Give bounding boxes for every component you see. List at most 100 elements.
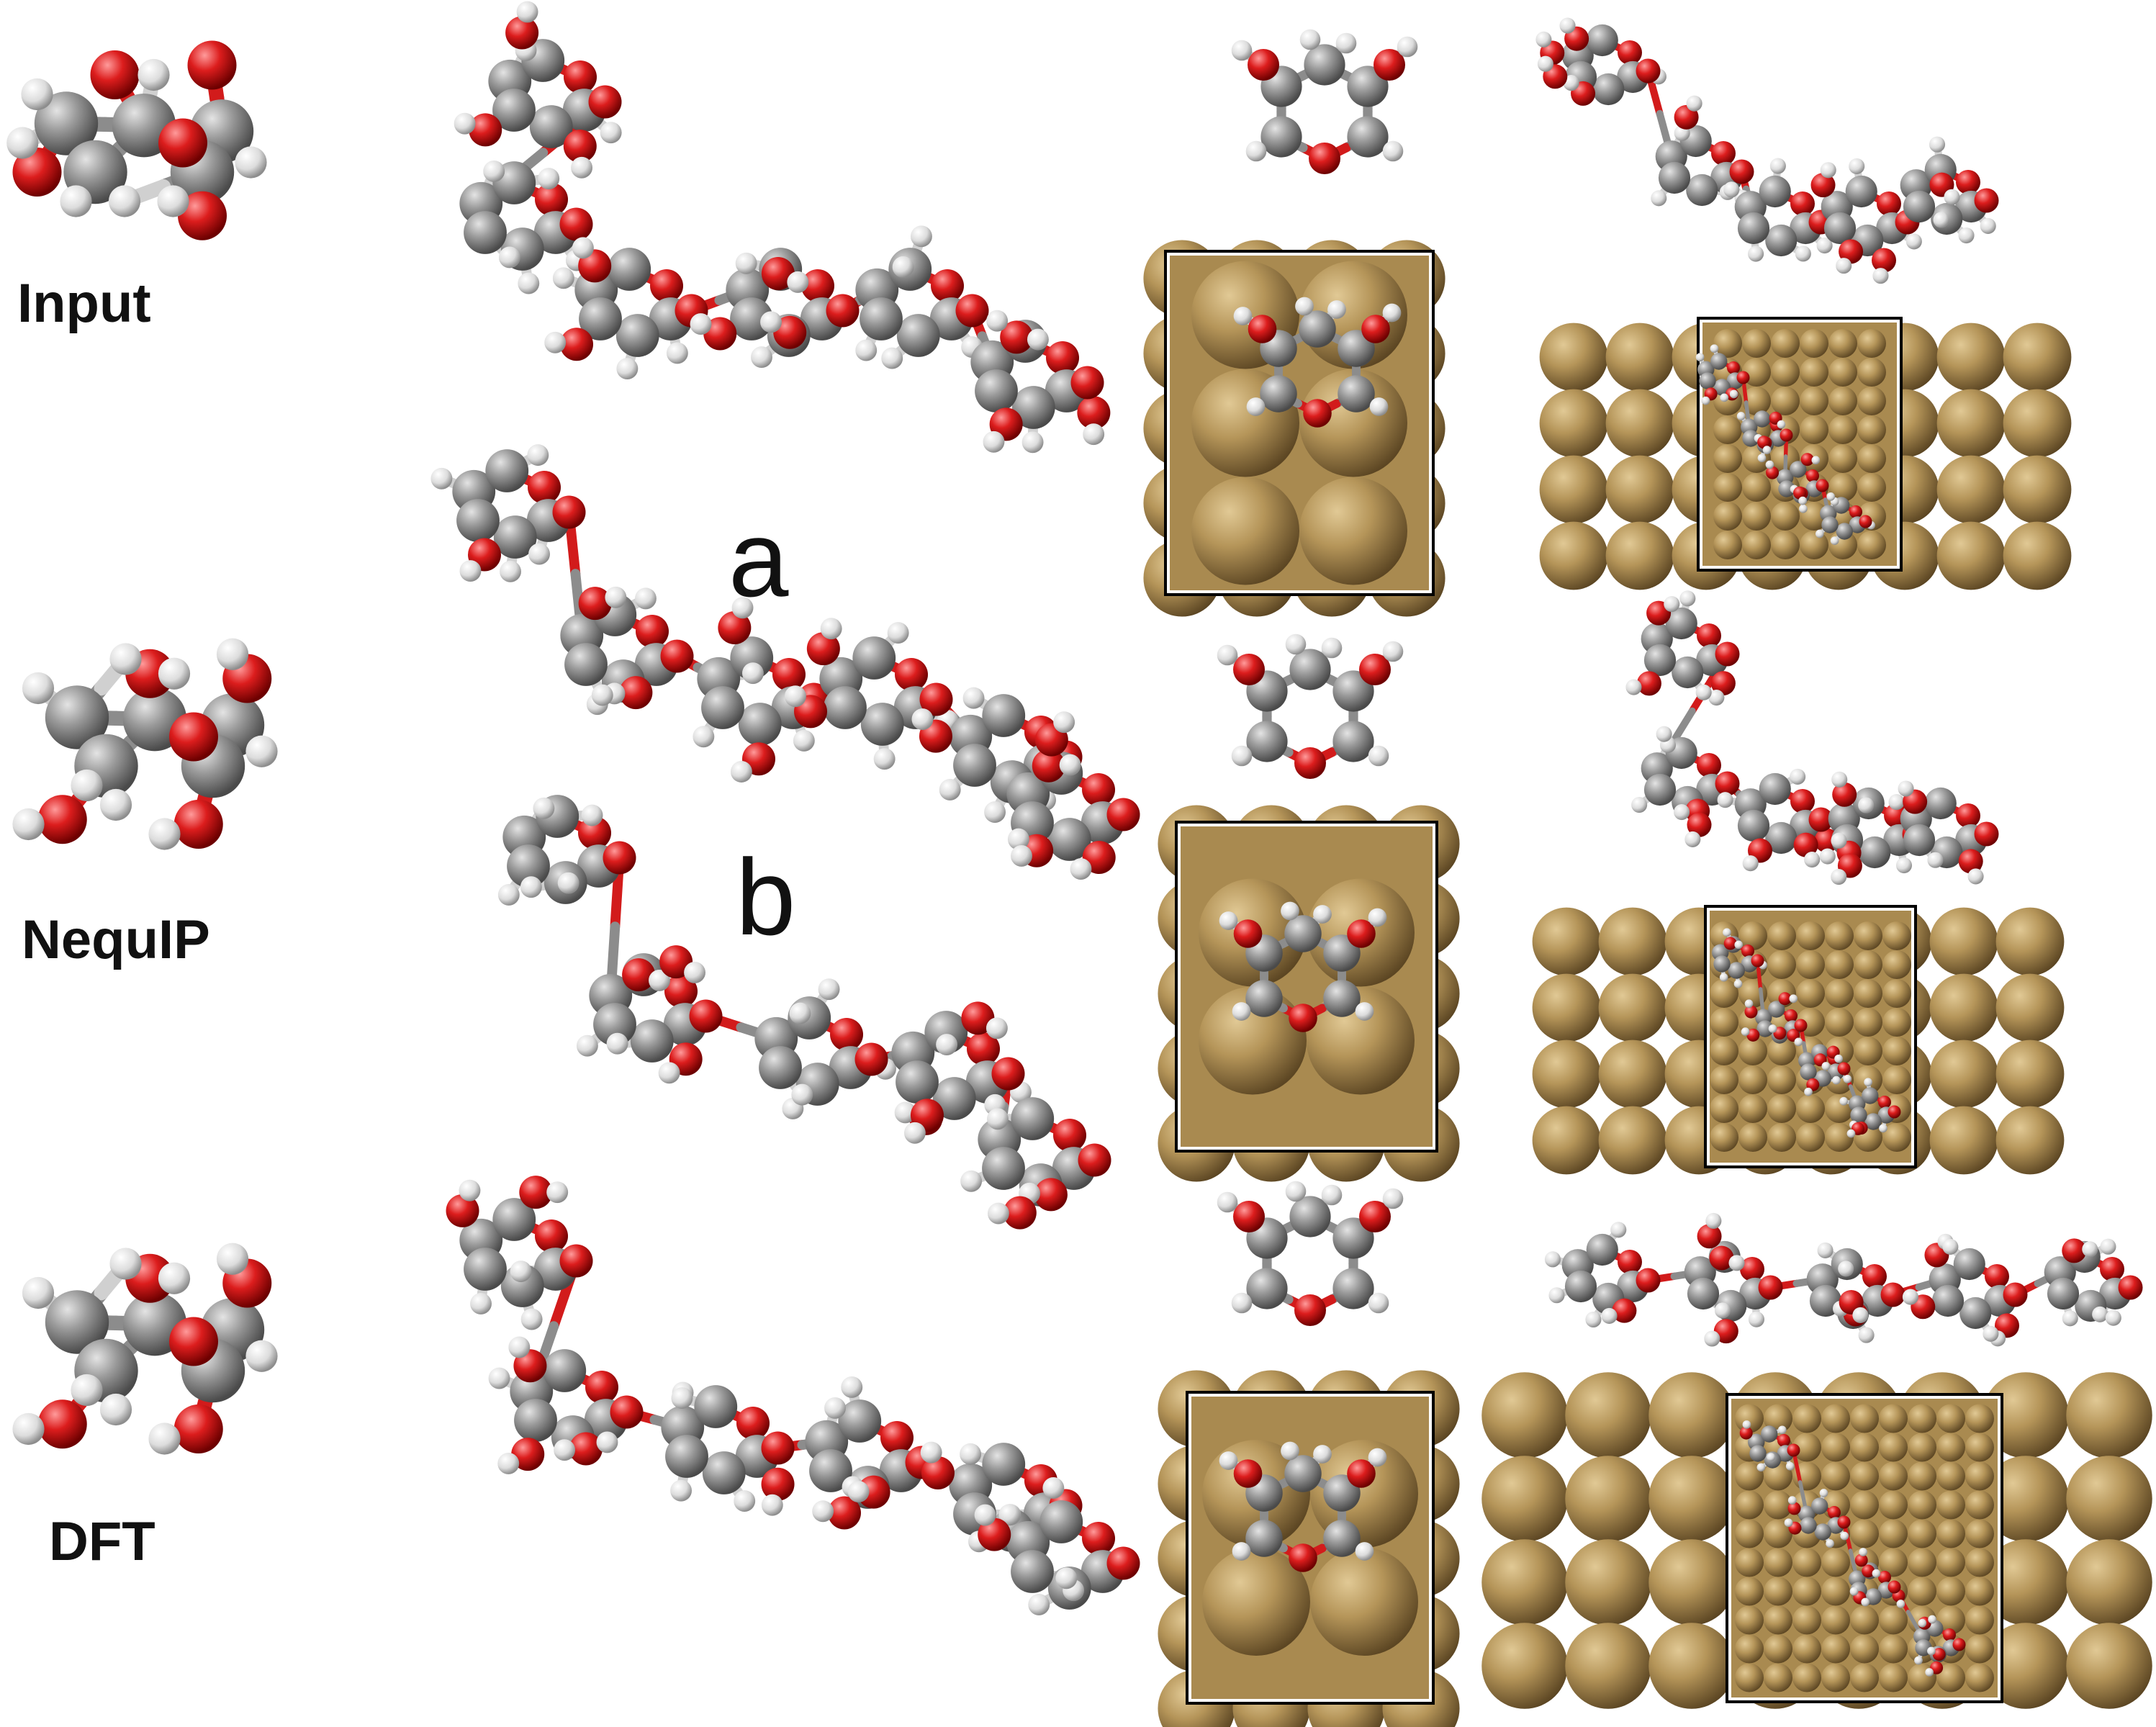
inset-metal-atom — [1936, 1490, 1965, 1520]
oxygen-atom — [1810, 173, 1836, 198]
hydrogen-atom — [1728, 1255, 1745, 1271]
oxygen-atom — [1374, 49, 1405, 81]
inset-metal-atom — [1738, 1123, 1767, 1152]
carbon-atom — [1687, 1277, 1720, 1310]
hydrogen-atom — [1742, 855, 1759, 872]
carbon-atom — [975, 369, 1018, 412]
inset-metal-atom — [1764, 1461, 1792, 1491]
carbon-atom — [564, 643, 608, 686]
oxygen-atom — [37, 1399, 87, 1449]
inset-metal-atom — [1854, 1008, 1882, 1037]
metal-atom — [1936, 455, 2006, 524]
hydrogen-atom — [1734, 940, 1744, 950]
hydrogen-atom — [985, 1017, 1008, 1040]
oxygen-atom — [178, 191, 227, 240]
carbon-atom — [1332, 1268, 1374, 1309]
metal-atom — [1983, 1456, 2069, 1542]
metal-atom — [1605, 521, 1674, 590]
inset-metal-atom — [1857, 415, 1886, 444]
oxygen-atom — [1878, 1571, 1891, 1584]
hydrogen-atom — [911, 708, 934, 731]
hydrogen-atom — [1232, 1002, 1251, 1021]
carbon-atom — [1245, 980, 1283, 1017]
carbon-atom — [1643, 644, 1677, 677]
hydrogen-atom — [1382, 140, 1404, 162]
inset-metal-atom — [1936, 1433, 1965, 1462]
carbon-atom — [1047, 818, 1091, 861]
oxygen-atom — [636, 615, 669, 648]
metal-atom — [1605, 323, 1674, 392]
oxygen-atom — [880, 1421, 914, 1454]
oxygen-atom — [761, 1467, 795, 1501]
carbon-atom — [1332, 721, 1374, 762]
hydrogen-atom — [1664, 596, 1680, 613]
inset-metal-atom — [1713, 531, 1742, 559]
hydrogen-atom — [1382, 641, 1404, 662]
hydrogen-atom — [60, 185, 92, 217]
metal-atom — [2066, 1539, 2152, 1625]
metal-atom — [1936, 323, 2006, 392]
inset-metal-atom — [1965, 1404, 1994, 1433]
inset-metal-atom — [1792, 1577, 1821, 1606]
oxygen-atom — [187, 40, 237, 90]
hydrogen-atom — [1321, 1184, 1343, 1206]
inset-metal-atom — [1908, 1490, 1936, 1520]
metal-atom — [1481, 1623, 1568, 1709]
inset-metal-atom — [1735, 1404, 1764, 1433]
metal-atom — [1605, 389, 1674, 458]
hydrogen-atom — [1285, 1181, 1307, 1202]
inset-metal-atom — [1738, 1037, 1767, 1065]
carbon-atom — [1289, 649, 1331, 690]
hydrogen-atom — [939, 779, 961, 801]
carbon-atom — [1859, 836, 1891, 869]
hydrogen-atom — [1710, 344, 1719, 353]
hydrogen-atom — [2105, 1309, 2121, 1326]
metal-atom — [1481, 1539, 1568, 1625]
hydrogen-atom — [1719, 973, 1728, 982]
oxygen-atom — [1697, 623, 1721, 648]
oxygen-atom — [830, 1018, 863, 1051]
oxygen-atom — [1003, 1196, 1037, 1230]
metal-atom — [1565, 1623, 1651, 1709]
hydrogen-atom — [1933, 212, 1949, 228]
hydrogen-atom — [158, 1262, 191, 1294]
metal-atom — [1648, 1456, 1735, 1542]
hydrogen-atom — [1704, 1330, 1720, 1347]
inset-metal-atom — [1882, 921, 1911, 950]
carbon-atom — [493, 515, 537, 559]
inset-metal-atom — [1850, 1634, 1879, 1664]
inset-metal-atom — [1735, 1461, 1764, 1491]
hydrogen-atom — [1790, 768, 1806, 785]
oxygen-atom — [1000, 320, 1034, 354]
metal-atom — [2066, 1456, 2152, 1542]
oxygen-atom — [1777, 1434, 1790, 1447]
hydrogen-atom — [557, 872, 579, 894]
hydrogen-atom — [1686, 95, 1702, 112]
hydrogen-atom — [751, 346, 772, 369]
inset-metal-atom — [1821, 1605, 1850, 1635]
carbon-atom — [1864, 1113, 1882, 1130]
carbon-atom — [1749, 1445, 1767, 1462]
oxygen-atom — [1862, 1264, 1887, 1289]
hydrogen-atom — [1535, 31, 1552, 48]
hydrogen-atom — [690, 313, 712, 335]
hydrogen-atom — [1723, 181, 1740, 198]
oxygen-atom — [1758, 1275, 1783, 1300]
oxygen-atom — [1806, 469, 1819, 482]
oxygen-atom — [559, 1244, 593, 1278]
inset-metal-atom — [1796, 1094, 1825, 1123]
inset-metal-atom — [1828, 387, 1857, 415]
inset-background — [1181, 826, 1433, 1147]
inset-metal-atom — [1771, 502, 1800, 531]
oxygen-atom — [1636, 58, 1661, 84]
hydrogen-atom — [1695, 684, 1712, 700]
oxygen-atom — [1034, 1178, 1068, 1212]
hydrogen-atom — [216, 638, 249, 670]
inset-metal-atom — [1857, 531, 1886, 559]
hydrogen-atom — [1839, 1096, 1849, 1106]
nequip-polymer-chain-b — [497, 795, 1111, 1230]
oxygen-atom — [2100, 1257, 2124, 1281]
metal-atom — [1936, 389, 2006, 458]
carbon-atom — [1347, 66, 1389, 107]
inset-metal-atom — [1299, 369, 1407, 477]
